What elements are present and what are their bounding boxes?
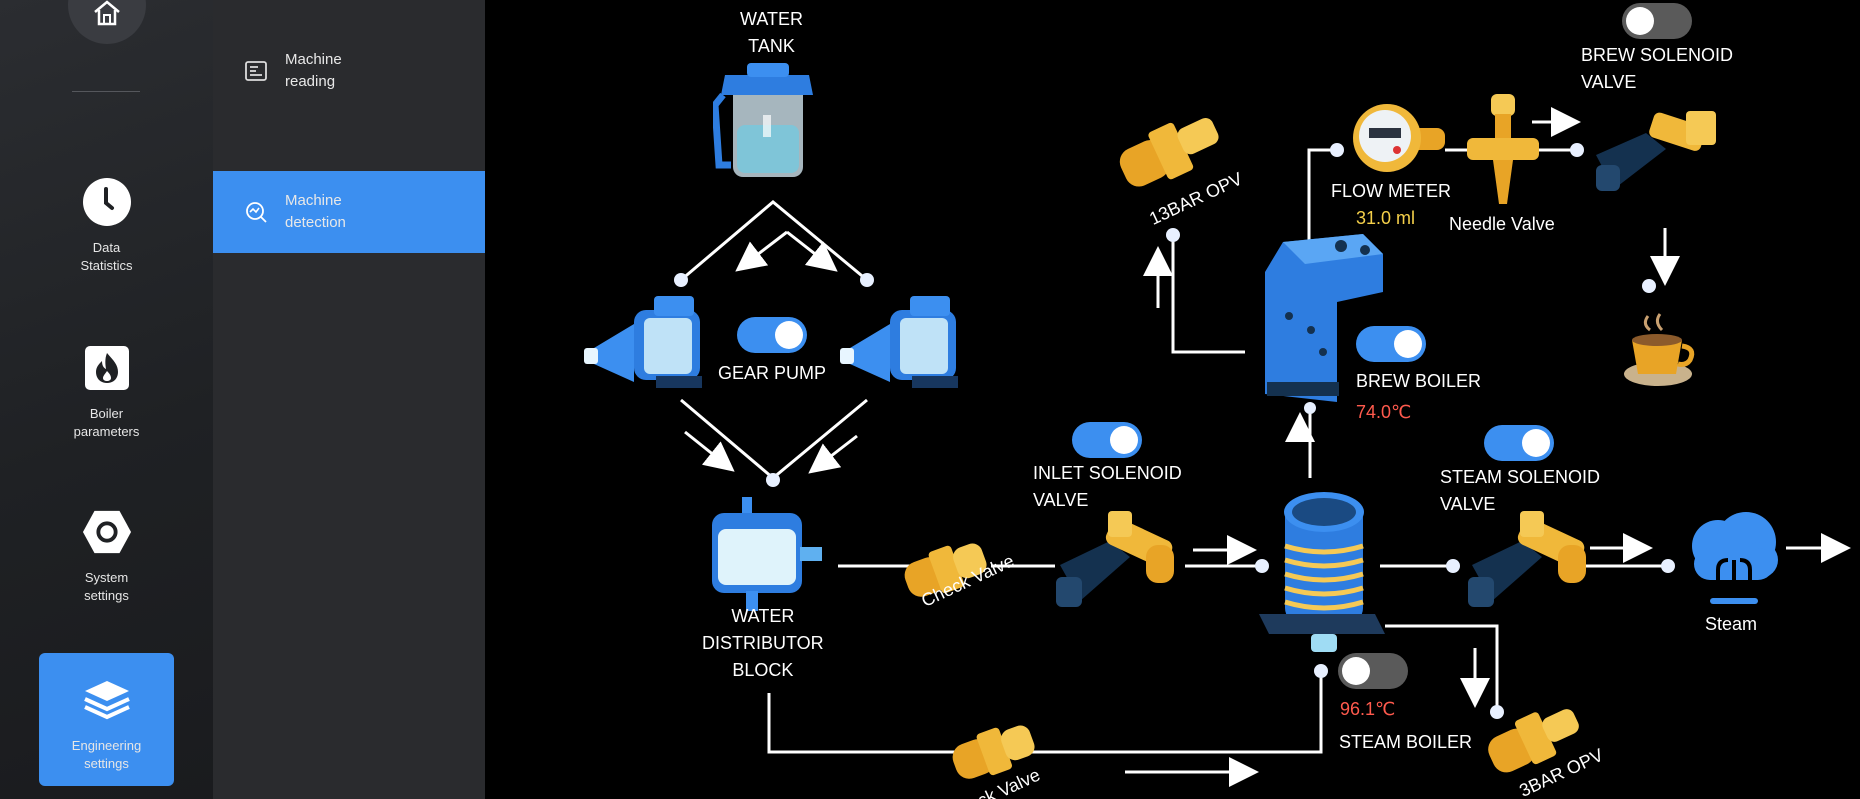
- submenu-label: Machine detection: [285, 192, 346, 231]
- steam-boiler-temperature: 96.1℃: [1340, 699, 1396, 719]
- flow-meter-value: 31.0 ml: [1356, 208, 1416, 228]
- coffee-cup-icon: [1620, 310, 1700, 390]
- gear-pump-label: GEAR PUMP: [718, 363, 827, 383]
- clock-icon: [82, 177, 132, 227]
- brew-solenoid-toggle[interactable]: [1622, 3, 1692, 39]
- flow-meter: [1347, 98, 1447, 178]
- toggle-knob: [1110, 426, 1138, 454]
- water-tank-label: WATER TANK: [740, 9, 803, 56]
- flame-icon: [82, 343, 132, 393]
- brew-solenoid-label: BREW SOLENOID VALVE: [1581, 45, 1734, 92]
- steam-boiler-label: STEAM BOILER: [1339, 732, 1473, 752]
- check-valve-2: [947, 712, 1037, 784]
- nav-label: System settings: [84, 570, 129, 603]
- brew-boiler-toggle[interactable]: [1356, 326, 1426, 362]
- steam-boiler: [1257, 488, 1385, 658]
- submenu: Machine reading Machine detection: [213, 0, 485, 799]
- layers-icon: [82, 675, 132, 725]
- brew-boiler: [1253, 232, 1383, 412]
- check-valve-1: [899, 530, 989, 602]
- needle-valve: [1463, 92, 1543, 212]
- submenu-machine-reading[interactable]: Machine reading: [213, 30, 485, 112]
- hexagon-settings-icon: [82, 507, 132, 557]
- submenu-machine-detection[interactable]: Machine detection: [213, 171, 485, 253]
- home-button[interactable]: [68, 0, 146, 44]
- steam-solenoid-valve: [1462, 505, 1594, 615]
- submenu-label: Machine reading: [285, 51, 342, 90]
- brew-solenoid-valve: [1590, 105, 1720, 195]
- inlet-solenoid-toggle[interactable]: [1072, 422, 1142, 458]
- reading-icon: [241, 59, 271, 83]
- detection-icon: [241, 200, 271, 224]
- needle-valve-label: Needle Valve: [1449, 214, 1555, 234]
- steam-icon: [1688, 508, 1778, 608]
- nav-data-statistics[interactable]: Data Statistics: [0, 177, 213, 275]
- steam-label: Steam: [1705, 614, 1758, 634]
- nav-label: Boiler parameters: [73, 406, 140, 439]
- toggle-knob: [1522, 429, 1550, 457]
- opv-13bar: [1115, 105, 1225, 190]
- nav-label: Engineering settings: [71, 738, 142, 771]
- nav-system-settings[interactable]: System settings: [0, 507, 213, 605]
- water-tank: [711, 55, 825, 185]
- gear-pump-left: [582, 290, 710, 395]
- brew-boiler-label: BREW BOILER: [1356, 371, 1482, 391]
- steam-solenoid-toggle[interactable]: [1484, 425, 1554, 461]
- nav-engineering-settings[interactable]: Engineering settings: [0, 675, 213, 773]
- nav-label: Data Statistics: [80, 240, 133, 273]
- inlet-solenoid-label: INLET SOLENOID VALVE: [1033, 463, 1182, 510]
- water-distributor-label: WATER DISTRIBUTOR BLOCK: [702, 606, 824, 680]
- home-icon: [94, 0, 120, 26]
- brew-boiler-temperature: 74.0℃: [1356, 402, 1412, 422]
- toggle-knob: [1626, 7, 1654, 35]
- inlet-solenoid-valve: [1050, 505, 1182, 615]
- nav-boiler-parameters[interactable]: Boiler parameters: [0, 343, 213, 441]
- opv-3bar: [1483, 695, 1583, 775]
- nav-engineering-settings-active[interactable]: [39, 653, 174, 786]
- machine-diagram: WATER TANK GEAR PUMP: [485, 0, 1860, 799]
- gear-pump-toggle[interactable]: [737, 317, 807, 353]
- toggle-knob: [1342, 657, 1370, 685]
- flow-meter-label: FLOW METER: [1331, 181, 1451, 201]
- toggle-knob: [775, 321, 803, 349]
- side-rail: Data Statistics Boiler parameters System…: [0, 0, 213, 799]
- gear-pump-right: [838, 290, 966, 395]
- rail-divider: [72, 91, 140, 92]
- steam-boiler-toggle[interactable]: [1338, 653, 1408, 689]
- steam-solenoid-label: STEAM SOLENOID VALVE: [1440, 467, 1601, 514]
- toggle-knob: [1394, 330, 1422, 358]
- water-distributor-block: [710, 495, 825, 615]
